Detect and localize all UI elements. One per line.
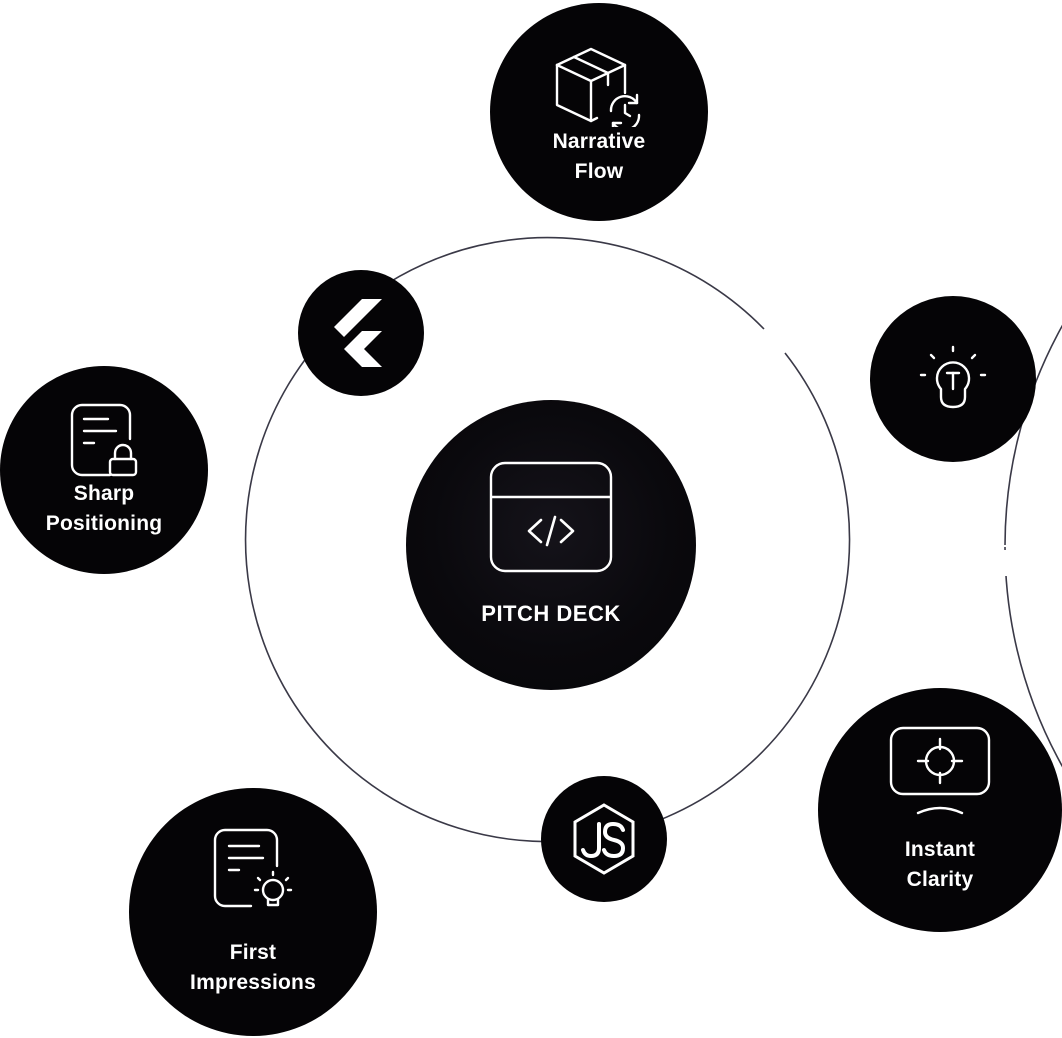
package-refresh-icon: [555, 47, 641, 127]
instant-clarity-label: Instant Clarity: [905, 835, 975, 895]
nodejs-logo-icon: [573, 803, 635, 875]
idea-node[interactable]: [870, 296, 1036, 462]
first-impressions-label: First Impressions: [190, 938, 316, 998]
flutter-node[interactable]: [298, 270, 424, 396]
nodejs-node[interactable]: [541, 776, 667, 902]
pitch-deck-node[interactable]: PITCH DECK: [406, 400, 696, 690]
instant-clarity-node[interactable]: Instant Clarity: [818, 688, 1062, 932]
first-impressions-line-1: First: [229, 941, 277, 964]
sharp-positioning-line-2: Positioning: [45, 512, 163, 535]
first-impressions-line-2: Impressions: [190, 971, 316, 994]
monitor-target-icon: [889, 726, 991, 815]
flutter-logo-icon: [334, 299, 382, 367]
instant-clarity-line-1: Instant: [904, 838, 976, 861]
document-lock-icon: [70, 403, 138, 477]
inner-orbit-arc: [244, 236, 851, 843]
sharp-positioning-node[interactable]: Sharp Positioning: [0, 366, 208, 574]
document-bulb-icon: [213, 828, 293, 908]
lightbulb-t-icon: [919, 345, 987, 409]
instant-clarity-line-2: Clarity: [906, 868, 974, 891]
narrative-flow-line-2: Flow: [574, 160, 624, 183]
first-impressions-node[interactable]: First Impressions: [129, 788, 377, 1036]
sharp-positioning-label: Sharp Positioning: [46, 479, 163, 539]
narrative-flow-line-1: Narrative: [552, 130, 646, 153]
code-window-icon: [489, 461, 613, 573]
pitch-deck-label: PITCH DECK: [481, 601, 621, 626]
sharp-positioning-line-1: Sharp: [73, 482, 135, 505]
narrative-flow-label: Narrative Flow: [553, 127, 646, 187]
narrative-flow-node[interactable]: Narrative Flow: [490, 3, 708, 221]
